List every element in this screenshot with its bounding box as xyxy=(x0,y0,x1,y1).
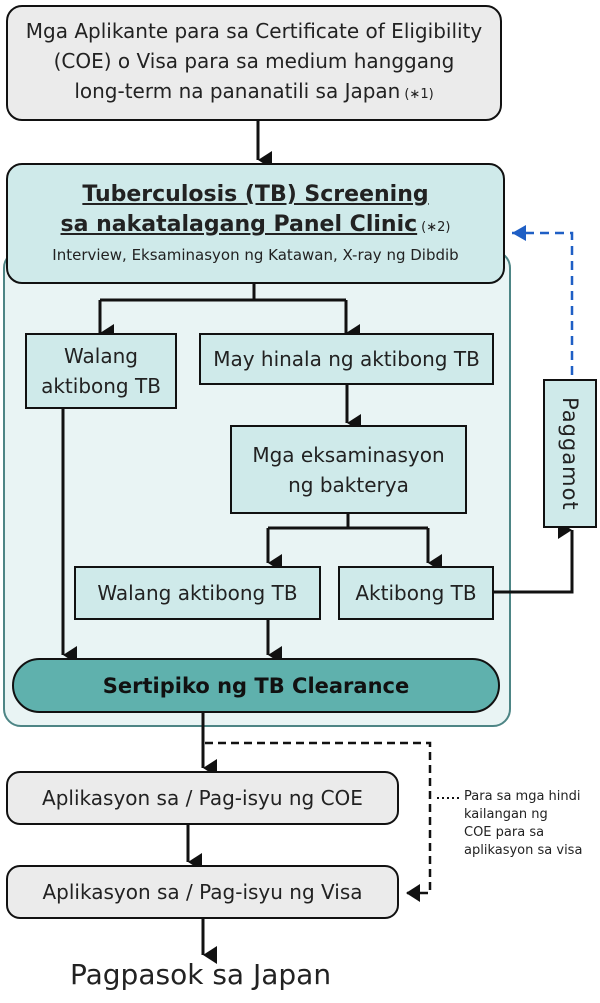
applicants-box: Mga Aplikante para sa Certificate of Eli… xyxy=(6,5,502,121)
no-active-tb-box: Walang aktibong TB xyxy=(74,566,321,620)
suspected-tb-label: May hinala ng aktibong TB xyxy=(213,347,480,371)
no-active-tb-label: Walang aktibong TB xyxy=(97,581,298,605)
applicants-line-3: long-term na pananatili sa Japan xyxy=(74,79,401,103)
treatment-box: Paggamot xyxy=(543,379,597,528)
note-line-2: kailangan ng xyxy=(464,807,548,822)
note-line-1: Para sa mga hindi xyxy=(464,789,581,804)
coe-application-label: Aplikasyon sa / Pag-isyu ng COE xyxy=(42,786,363,810)
no-active-tb-left-line-2: aktibong TB xyxy=(41,374,161,398)
active-tb-box: Aktibong TB xyxy=(338,566,494,620)
visa-application-box: Aplikasyon sa / Pag-isyu ng Visa xyxy=(6,865,399,919)
screening-box: Tuberculosis (TB) Screening sa nakatalag… xyxy=(6,163,505,284)
screening-subtitle: Interview, Eksaminasyon ng Katawan, X-ra… xyxy=(52,246,459,264)
screening-note-marker: (∗2) xyxy=(421,220,451,235)
note-line-3: COE para sa xyxy=(464,825,545,840)
active-tb-label: Aktibong TB xyxy=(355,581,477,605)
bacteria-exam-box: Mga eksaminasyon ng bakterya xyxy=(230,425,467,514)
entry-to-japan-label: Pagpasok sa Japan xyxy=(70,958,332,991)
applicants-line-1: Mga Aplikante para sa Certificate of Eli… xyxy=(25,19,483,43)
suspected-tb-box: May hinala ng aktibong TB xyxy=(199,333,494,385)
no-active-tb-left-box: Walang aktibong TB xyxy=(25,333,177,409)
applicants-line-2: (COE) o Visa para sa medium hanggang xyxy=(53,49,455,73)
tb-clearance-certificate-box: Sertipiko ng TB Clearance xyxy=(12,658,500,713)
tb-clearance-certificate-label: Sertipiko ng TB Clearance xyxy=(102,673,410,698)
bacteria-exam-line-2: ng bakterya xyxy=(288,472,409,497)
coe-application-box: Aplikasyon sa / Pag-isyu ng COE xyxy=(6,771,399,825)
screening-title-1: Tuberculosis (TB) Screening xyxy=(82,182,429,207)
treatment-label: Paggamot xyxy=(558,396,582,511)
no-active-tb-left-line-1: Walang xyxy=(64,344,138,368)
screening-title-2: sa nakatalagang Panel Clinic xyxy=(60,212,418,237)
visa-application-label: Aplikasyon sa / Pag-isyu ng Visa xyxy=(42,880,363,904)
bacteria-exam-line-1: Mga eksaminasyon xyxy=(252,442,445,467)
applicants-note-marker: (∗1) xyxy=(404,87,434,102)
note-line-4: aplikasyon sa visa xyxy=(464,843,583,858)
visa-without-coe-note: Para sa mga hindi kailangan ng COE para … xyxy=(464,788,598,860)
